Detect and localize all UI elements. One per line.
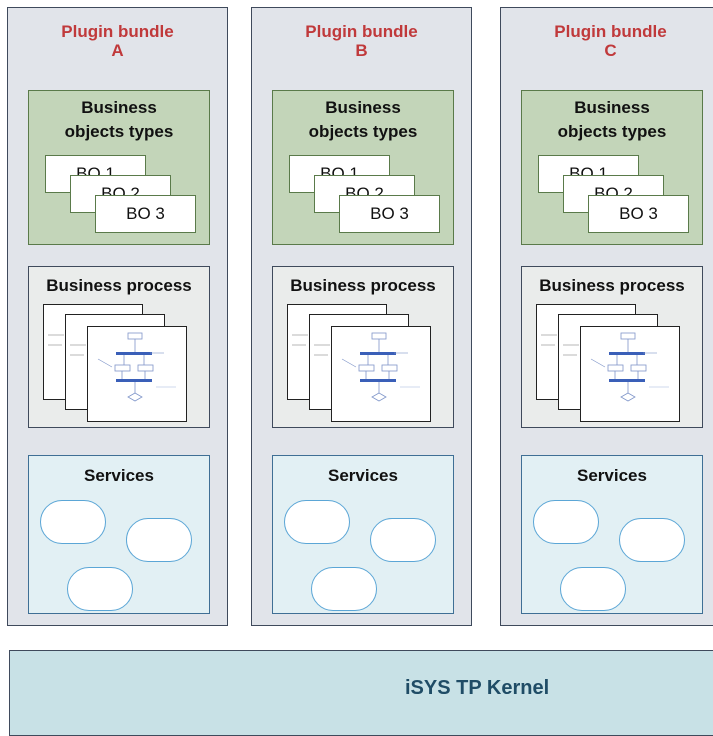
services-section: Services (272, 455, 454, 614)
bo-card-3: BO 3 (588, 195, 689, 233)
process-flow-icon (563, 344, 579, 356)
process-flow-icon (97, 332, 176, 402)
bp-title: Business process (290, 276, 436, 295)
service-pill (533, 500, 599, 544)
service-pill (40, 500, 106, 544)
process-flow-icon (541, 334, 557, 346)
bundle-title-line2: B (355, 41, 368, 60)
bundle-title: Plugin bundle B (252, 22, 471, 60)
bo-title-line1: Business (325, 98, 401, 117)
business-process-section: Business process (272, 266, 454, 428)
bo-card-3: BO 3 (339, 195, 440, 233)
bundle-title-line1: Plugin bundle (61, 22, 174, 41)
process-flow-icon (341, 332, 420, 402)
bo-title-line2: objects types (64, 122, 174, 141)
bundle-title: Plugin bundle C (501, 22, 713, 60)
business-objects-section: Business objects types BO 1 BO 2 BO 3 (272, 90, 454, 245)
plugin-bundle-b: Plugin bundle B Business objects types B… (251, 7, 472, 626)
service-pill (370, 518, 436, 562)
bo-card-3: BO 3 (95, 195, 196, 233)
services-section: Services (28, 455, 210, 614)
business-process-section: Business process (521, 266, 703, 428)
bundle-title-line1: Plugin bundle (305, 22, 418, 41)
service-pill (67, 567, 133, 611)
bp-title: Business process (539, 276, 685, 295)
business-process-section: Business process (28, 266, 210, 428)
business-objects-section: Business objects types BO 1 BO 2 BO 3 (521, 90, 703, 245)
bo-title-line2: objects types (308, 122, 418, 141)
plugin-bundle-a: Plugin bundle A Business objects types B… (7, 7, 228, 626)
service-pill (560, 567, 626, 611)
service-pill (311, 567, 377, 611)
process-flow-icon (314, 344, 330, 356)
process-diagram-page-3 (331, 326, 431, 422)
service-pill (126, 518, 192, 562)
services-section: Services (521, 455, 703, 614)
services-title: Services (328, 466, 398, 485)
process-flow-icon (292, 334, 308, 346)
bundle-title: Plugin bundle A (8, 22, 227, 60)
kernel-box: iSYS TP Kernel (9, 650, 713, 736)
service-pill (284, 500, 350, 544)
process-diagram-page-3 (580, 326, 680, 422)
bo-title-line1: Business (81, 98, 157, 117)
bo-title-line2: objects types (557, 122, 667, 141)
business-objects-section: Business objects types BO 1 BO 2 BO 3 (28, 90, 210, 245)
bundle-title-line2: C (604, 41, 617, 60)
services-title: Services (577, 466, 647, 485)
bo-title-line1: Business (574, 98, 650, 117)
bundle-title-line1: Plugin bundle (554, 22, 667, 41)
plugin-bundle-c: Plugin bundle C Business objects types B… (500, 7, 713, 626)
process-flow-icon (70, 344, 86, 356)
process-flow-icon (48, 334, 64, 346)
bp-title: Business process (46, 276, 192, 295)
kernel-label: iSYS TP Kernel (405, 677, 550, 699)
process-diagram-page-3 (87, 326, 187, 422)
process-flow-icon (590, 332, 669, 402)
services-title: Services (84, 466, 154, 485)
bundle-title-line2: A (111, 41, 124, 60)
service-pill (619, 518, 685, 562)
